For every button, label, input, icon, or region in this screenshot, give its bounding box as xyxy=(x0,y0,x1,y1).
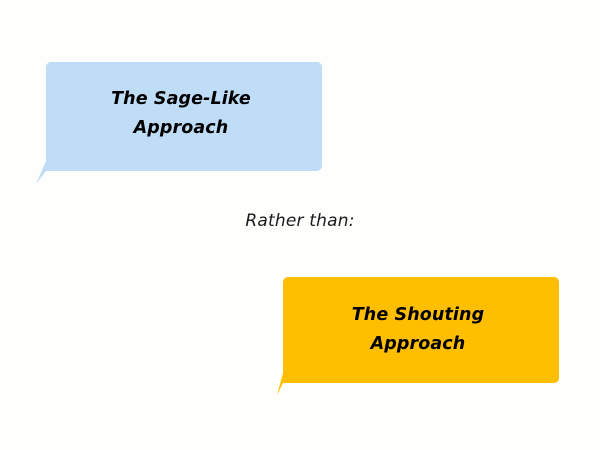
shouting-bubble-label: The Shouting Approach xyxy=(351,305,485,354)
sage-like-bubble-label: The Sage-Like Approach xyxy=(111,89,251,138)
rather-than-caption: Rather than: xyxy=(245,211,355,231)
sage-like-bubble-shape xyxy=(36,62,322,184)
shouting-bubble-shape xyxy=(277,277,559,395)
shouting-speech-bubble[interactable]: The Shouting Approach xyxy=(273,277,563,399)
sage-like-speech-bubble[interactable]: The Sage-Like Approach xyxy=(36,62,326,188)
